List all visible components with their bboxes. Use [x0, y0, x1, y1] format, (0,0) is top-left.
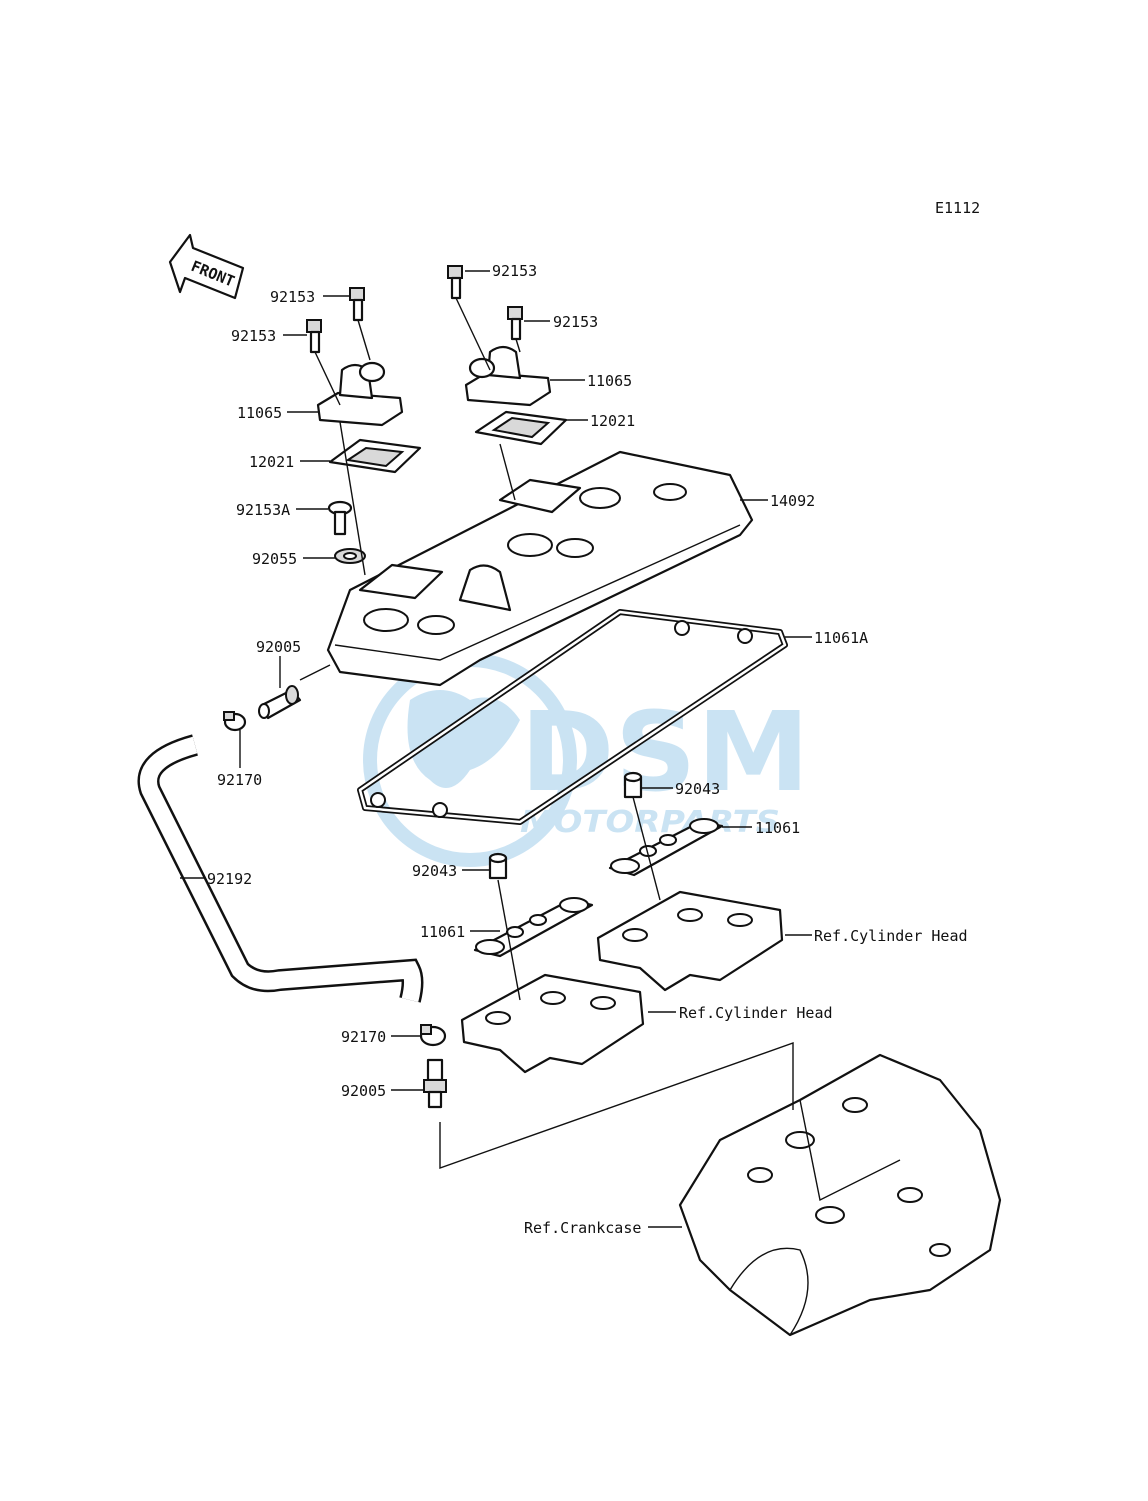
- hose-92192: [137, 734, 424, 1003]
- plug-gasket-11061-left: [473, 897, 594, 958]
- label-92005-top: 92005: [256, 638, 301, 656]
- bolt-92153-left: [306, 319, 322, 354]
- watermark-brand: DSM: [520, 688, 810, 816]
- watermark-sub: MOTORPARTS: [520, 805, 780, 840]
- cylinder-head-right: [596, 890, 784, 992]
- clamp-92170-top: [223, 711, 247, 732]
- label-12021-right: 12021: [590, 412, 635, 430]
- fitting-92005-bottom: [423, 1058, 447, 1109]
- label-92005-bottom: 92005: [341, 1082, 386, 1100]
- bracket-line-assembly: [439, 1042, 794, 1169]
- label-11065-left: 11065: [237, 404, 282, 422]
- cylinder-head-cover-14092: [326, 450, 754, 687]
- label-ref-crankcase: Ref.Crankcase: [524, 1219, 641, 1237]
- watermark: DSM MOTORPARTS: [363, 653, 810, 867]
- gasket-12021-left: [328, 438, 422, 474]
- plug-gasket-11061-right: [608, 818, 724, 877]
- leader-lines: [180, 270, 812, 1228]
- watermark-globe-land: [407, 690, 520, 788]
- label-92043-left: 92043: [412, 862, 457, 880]
- label-11065-right: 11065: [587, 372, 632, 390]
- bolt-92153A: [327, 500, 353, 536]
- label-12021-left: 12021: [249, 453, 294, 471]
- label-92170-bottom: 92170: [341, 1028, 386, 1046]
- diagram-code: E1112: [935, 199, 980, 217]
- label-92192: 92192: [207, 870, 252, 888]
- label-14092: 14092: [770, 492, 815, 510]
- label-ref-cylinder-head-left: Ref.Cylinder Head: [679, 1004, 833, 1022]
- label-92153-top-center: 92153: [492, 262, 537, 280]
- label-92153A: 92153A: [236, 501, 290, 519]
- breather-cover-11065-left: [316, 361, 404, 427]
- label-11061-left: 11061: [420, 923, 465, 941]
- cover-gasket-11061A: [357, 609, 788, 825]
- label-92153-right: 92153: [553, 313, 598, 331]
- dowel-92043-right: [623, 771, 643, 799]
- label-92055: 92055: [252, 550, 297, 568]
- cylinder-head-left: [460, 973, 645, 1074]
- gasket-12021-right: [474, 410, 568, 446]
- label-ref-cylinder-head-right: Ref.Cylinder Head: [814, 927, 968, 945]
- label-92153-left-top: 92153: [270, 288, 315, 306]
- front-arrow-icon: FRONT: [168, 233, 245, 300]
- clamp-92170-bottom: [419, 1024, 447, 1047]
- crankcase: [678, 1053, 1002, 1337]
- label-92043-right: 92043: [675, 780, 720, 798]
- dowel-92043-left: [488, 852, 508, 880]
- bolt-92153-right: [507, 306, 523, 341]
- label-11061A: 11061A: [814, 629, 868, 647]
- label-92170-top: 92170: [217, 771, 262, 789]
- bolt-92153-left-top: [349, 287, 365, 322]
- fitting-92005-top: [258, 685, 302, 720]
- label-92153-left: 92153: [231, 327, 276, 345]
- label-11061-right: 11061: [755, 819, 800, 837]
- breather-cover-11065-right: [464, 345, 552, 407]
- washer-92055: [334, 548, 366, 564]
- bolt-92153-top-center: [447, 265, 463, 300]
